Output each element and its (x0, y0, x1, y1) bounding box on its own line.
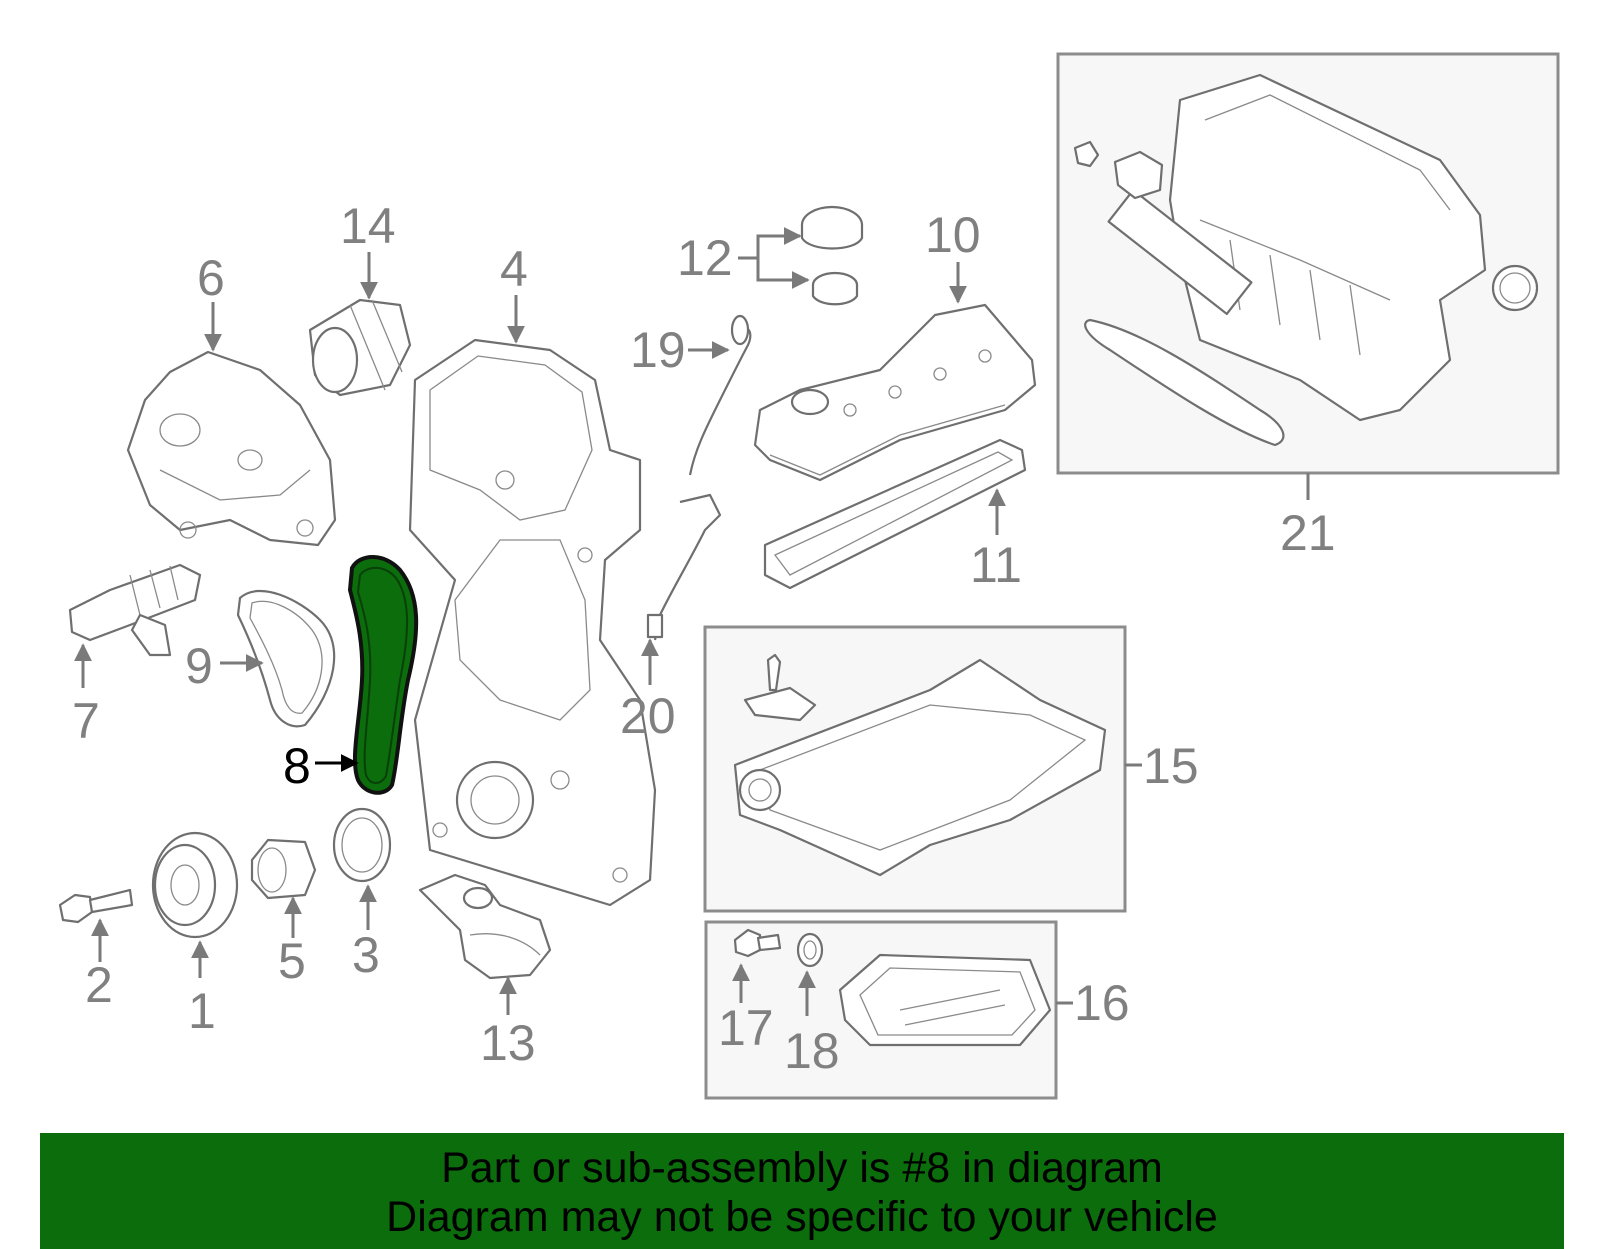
oil-filter-part-14 (308, 298, 412, 397)
callout-20: 20 (620, 688, 676, 744)
timing-chain-part-8 (347, 555, 419, 795)
callout-9: 9 (185, 638, 213, 694)
callout-2: 2 (85, 957, 113, 1013)
front-cover-part-4 (408, 338, 657, 907)
oil-strainer-part-13 (418, 873, 552, 980)
drain-bolt-part-17 (733, 928, 782, 958)
chain-tensioner-part-9 (236, 589, 336, 728)
callout-4: 4 (500, 241, 528, 297)
vvt-solenoid-part-7 (68, 563, 202, 657)
info-banner: Part or sub-assembly is #8 in diagram Di… (40, 1133, 1564, 1249)
callout-16: 16 (1074, 975, 1130, 1031)
callout-13: 13 (480, 1015, 536, 1071)
banner-line-2: Diagram may not be specific to your vehi… (386, 1193, 1218, 1241)
callout-17: 17 (718, 1000, 774, 1056)
callout-1: 1 (188, 983, 216, 1039)
leader-12 (738, 227, 802, 260)
oil-pan-upper-part-15 (733, 653, 1107, 877)
callout-10: 10 (925, 207, 981, 263)
dipstick-tube-part-20 (646, 493, 722, 641)
callout-15: 15 (1143, 738, 1199, 794)
drain-washer-part-18 (796, 932, 824, 968)
spacer-part-5 (250, 838, 317, 900)
callout-6: 6 (197, 250, 225, 306)
crank-bolt-part-2 (58, 888, 134, 924)
intake-manifold-part-21 (1073, 73, 1539, 447)
callout-3: 3 (352, 927, 380, 983)
callout-12: 12 (677, 230, 733, 286)
crank-pulley-part-1 (151, 831, 239, 939)
callout-7: 7 (72, 693, 100, 749)
oil-pan-lower-part-16 (838, 953, 1052, 1047)
filler-cap-part-12 (800, 205, 864, 306)
dipstick-part-19 (688, 314, 752, 476)
valve-cover-gasket-part-11 (763, 438, 1027, 590)
banner-line-1: Part or sub-assembly is #8 in diagram (441, 1144, 1163, 1192)
callout-5: 5 (278, 933, 306, 989)
oil-seal-part-3 (332, 807, 392, 883)
callout-11: 11 (970, 537, 1022, 593)
leader-12b (756, 258, 810, 289)
callout-19: 19 (630, 322, 686, 378)
callout-21: 21 (1280, 505, 1336, 561)
callout-18: 18 (784, 1023, 840, 1079)
valve-cover-part-10 (753, 303, 1037, 482)
callout-8: 8 (283, 738, 311, 794)
callout-14: 14 (340, 198, 396, 254)
timing-cover-part-6 (126, 350, 337, 547)
